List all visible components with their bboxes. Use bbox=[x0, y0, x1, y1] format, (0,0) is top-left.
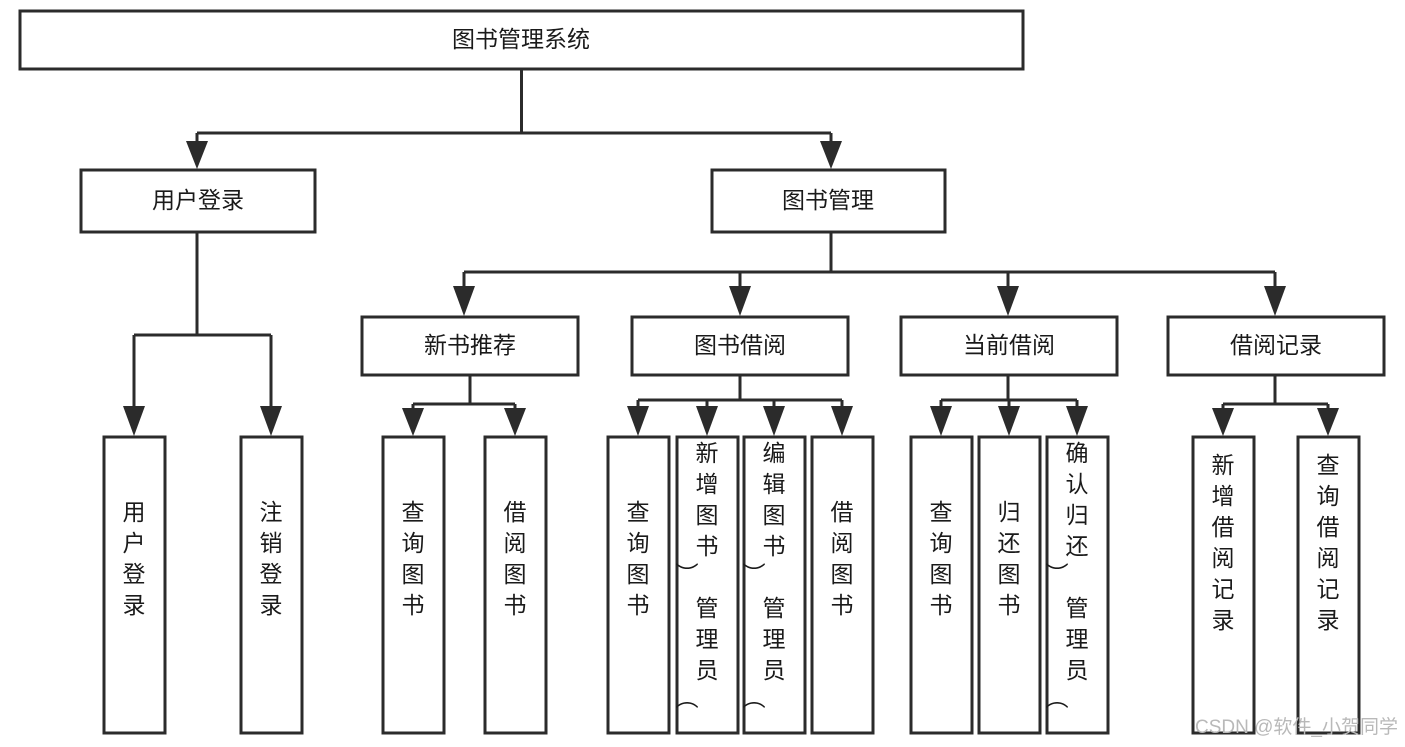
node-leaf-borrow-book-2-label: 借阅图书 bbox=[831, 499, 854, 618]
node-new-book-recommend-label: 新书推荐 bbox=[424, 332, 516, 358]
arrow-head-borrow-record bbox=[1264, 286, 1286, 316]
node-leaf-borrow-book-1[interactable]: 借阅图书 bbox=[483, 435, 548, 735]
arrow-head-leaf-borrow-book-2 bbox=[831, 406, 853, 436]
node-leaf-query-book-2[interactable]: 查询图书 bbox=[606, 435, 671, 735]
arrow-head-leaf-return-book bbox=[998, 406, 1020, 436]
node-leaf-add-record-label: 新增借阅记录 bbox=[1212, 452, 1235, 633]
node-new-book-recommend-box[interactable] bbox=[360, 315, 580, 377]
node-new-book-recommend[interactable]: 新书推荐 bbox=[360, 315, 580, 377]
connectors-user-login-leaves bbox=[123, 232, 282, 436]
node-book-borrow[interactable]: 图书借阅 bbox=[630, 315, 850, 377]
arrow-head-user-login bbox=[186, 141, 208, 169]
arrow-head-leaf-add-record bbox=[1212, 408, 1234, 436]
node-book-management-box[interactable] bbox=[710, 168, 947, 234]
node-current-borrow-label: 当前借阅 bbox=[963, 332, 1055, 358]
node-leaf-query-book-2-box[interactable] bbox=[606, 435, 671, 735]
node-leaf-query-book-2-label: 查询图书 bbox=[627, 499, 650, 618]
node-leaf-add-record[interactable]: 新增借阅记录 bbox=[1191, 435, 1256, 735]
node-leaf-query-book-1[interactable]: 查询图书 bbox=[381, 435, 446, 735]
node-leaf-add-book-box[interactable] bbox=[675, 435, 740, 735]
node-leaf-query-book-3[interactable]: 查询图书 bbox=[909, 435, 974, 735]
node-leaf-return-book[interactable]: 归还图书 bbox=[977, 435, 1042, 735]
connectors-book-borrow-leaves bbox=[627, 375, 853, 436]
node-leaf-borrow-book-1-box[interactable] bbox=[483, 435, 548, 735]
arrow-head-book-borrow bbox=[729, 286, 751, 316]
node-borrow-record[interactable]: 借阅记录 bbox=[1166, 315, 1386, 377]
watermark-label: CSDN @软件_小贺同学 bbox=[1195, 716, 1398, 738]
connectors-current-borrow-leaves bbox=[930, 375, 1088, 436]
node-leaf-return-book-box[interactable] bbox=[977, 435, 1042, 735]
arrow-head-new-book-recommend bbox=[453, 286, 475, 316]
node-leaf-query-book-3-label: 查询图书 bbox=[930, 499, 953, 618]
node-user-login-box[interactable] bbox=[79, 168, 317, 234]
node-leaf-query-book-3-box[interactable] bbox=[909, 435, 974, 735]
node-root[interactable]: 图书管理系统 bbox=[18, 9, 1025, 71]
node-leaf-edit-book-box[interactable] bbox=[742, 435, 807, 735]
node-borrow-record-label: 借阅记录 bbox=[1230, 332, 1322, 358]
node-leaf-query-book-1-label: 查询图书 bbox=[402, 499, 425, 618]
node-book-management[interactable]: 图书管理 bbox=[710, 168, 947, 234]
node-leaf-query-record-box[interactable] bbox=[1296, 435, 1361, 735]
connectors-book-management-level3 bbox=[453, 232, 1286, 316]
node-book-borrow-label: 图书借阅 bbox=[694, 332, 786, 358]
node-leaf-edit-book[interactable]: 编辑图书（管理员） bbox=[742, 435, 807, 735]
node-leaf-confirm-return-box[interactable] bbox=[1045, 435, 1110, 735]
arrow-head-leaf-query-record bbox=[1317, 408, 1339, 436]
node-leaf-query-book-1-box[interactable] bbox=[381, 435, 446, 735]
node-leaf-user-login-label: 用户登录 bbox=[123, 499, 146, 618]
connectors-root-level2 bbox=[186, 69, 842, 169]
arrow-head-leaf-borrow-book-1 bbox=[504, 408, 526, 436]
node-leaf-add-book-label: 新增图书（管理员） bbox=[675, 440, 719, 709]
arrow-head-leaf-query-book-3 bbox=[930, 406, 952, 436]
node-leaf-borrow-book-2[interactable]: 借阅图书 bbox=[810, 435, 875, 735]
node-book-management-label: 图书管理 bbox=[782, 187, 874, 213]
node-leaf-logout-login-box[interactable] bbox=[239, 435, 304, 735]
arrow-head-current-borrow bbox=[997, 286, 1019, 316]
node-leaf-confirm-return-label: 确认归还（管理员） bbox=[1045, 440, 1089, 709]
node-current-borrow-box[interactable] bbox=[899, 315, 1119, 377]
node-leaf-query-record[interactable]: 查询借阅记录 bbox=[1296, 435, 1361, 735]
node-user-login[interactable]: 用户登录 bbox=[79, 168, 317, 234]
arrow-head-leaf-confirm-return bbox=[1066, 406, 1088, 436]
node-user-login-label: 用户登录 bbox=[152, 187, 244, 213]
node-root-label: 图书管理系统 bbox=[452, 26, 590, 52]
node-leaf-user-login[interactable]: 用户登录 bbox=[102, 435, 167, 735]
node-leaf-edit-book-label: 编辑图书（管理员） bbox=[742, 440, 786, 709]
node-leaf-user-login-box[interactable] bbox=[102, 435, 167, 735]
node-current-borrow[interactable]: 当前借阅 bbox=[899, 315, 1119, 377]
node-borrow-record-box[interactable] bbox=[1166, 315, 1386, 377]
arrow-head-leaf-query-book-1 bbox=[402, 408, 424, 436]
connectors-new-book-recommend-leaves bbox=[402, 375, 526, 436]
node-leaf-add-book[interactable]: 新增图书（管理员） bbox=[675, 435, 740, 735]
node-leaf-add-record-box[interactable] bbox=[1191, 435, 1256, 735]
arrow-head-leaf-logout-login bbox=[260, 406, 282, 436]
node-root-box[interactable] bbox=[18, 9, 1025, 71]
node-leaf-confirm-return[interactable]: 确认归还（管理员） bbox=[1045, 435, 1110, 735]
node-leaf-logout-login[interactable]: 注销登录 bbox=[239, 435, 304, 735]
arrow-head-leaf-query-book-2 bbox=[627, 406, 649, 436]
node-book-borrow-box[interactable] bbox=[630, 315, 850, 377]
node-leaf-borrow-book-2-box[interactable] bbox=[810, 435, 875, 735]
arrow-head-book-management bbox=[820, 141, 842, 169]
arrow-head-leaf-user-login bbox=[123, 406, 145, 436]
node-leaf-return-book-label: 归还图书 bbox=[998, 499, 1021, 618]
node-leaf-query-record-label: 查询借阅记录 bbox=[1317, 452, 1340, 633]
arrow-head-leaf-edit-book bbox=[763, 406, 785, 436]
connectors-borrow-record-leaves bbox=[1212, 375, 1339, 436]
node-leaf-borrow-book-1-label: 借阅图书 bbox=[504, 499, 527, 618]
arrow-head-leaf-add-book bbox=[696, 406, 718, 436]
node-leaf-logout-login-label: 注销登录 bbox=[260, 499, 283, 618]
